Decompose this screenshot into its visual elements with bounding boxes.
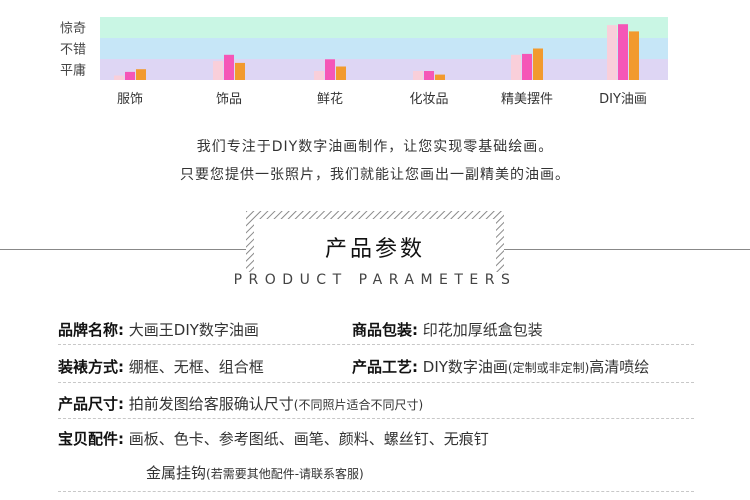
level-band xyxy=(100,17,668,38)
bar xyxy=(336,66,346,80)
param-size: 产品尺寸: 拍前发图给客服确认尺寸(不同照片适合不同尺寸) xyxy=(58,393,423,414)
param-frame-value: 绷框、无框、组合框 xyxy=(128,358,264,376)
param-craft: 产品工艺: DIY数字油画(定制或非定制)高清喷绘 xyxy=(352,356,649,377)
bar xyxy=(618,24,628,80)
param-package: 商品包装: 印花加厚纸盒包装 xyxy=(352,319,543,340)
x-tick-label: 服饰 xyxy=(117,92,143,107)
param-frame-key: 装裱方式: xyxy=(58,358,124,376)
divider-right xyxy=(504,249,750,250)
param-size-note: (不同照片适合不同尺寸) xyxy=(293,398,424,412)
section-subtitle: PRODUCT PARAMETERS xyxy=(210,272,540,288)
bar xyxy=(136,69,146,80)
param-accessories-value: 画板、色卡、参考图纸、画笔、颜料、螺丝钉、无痕钉 xyxy=(128,430,489,448)
param-craft-value: DIY数字油画 xyxy=(422,358,508,376)
param-accessories: 宝贝配件: 画板、色卡、参考图纸、画笔、颜料、螺丝钉、无痕钉 xyxy=(58,428,489,449)
param-craft-value-2: 高清喷绘 xyxy=(589,358,650,376)
x-tick-label: 饰品 xyxy=(216,92,242,107)
param-accessories-extra-value: 金属挂钩 xyxy=(146,464,207,482)
bar xyxy=(522,53,532,80)
section-title: 产品参数 xyxy=(324,237,425,262)
bar xyxy=(629,31,639,80)
bar xyxy=(533,48,543,80)
bar xyxy=(511,54,521,80)
y-tick-label: 惊奇 xyxy=(60,21,86,37)
param-size-key: 产品尺寸: xyxy=(58,395,124,413)
intro-line-1: 我们专注于DIY数字油画制作，让您实现零基础绘画。 xyxy=(196,139,554,155)
param-package-key: 商品包装: xyxy=(352,321,418,339)
bar xyxy=(213,61,223,80)
bar xyxy=(325,59,335,80)
bar xyxy=(607,25,617,81)
bar xyxy=(125,71,135,80)
bar xyxy=(424,71,434,80)
param-brand-key: 品牌名称: xyxy=(58,321,124,339)
bar xyxy=(235,62,245,80)
param-accessories-extra: 金属挂钩(若需要其他配件-请联系客服) xyxy=(146,462,364,483)
param-accessories-extra-note: (若需要其他配件-请联系客服) xyxy=(206,467,364,481)
x-tick-label: 精美摆件 xyxy=(501,92,553,107)
param-brand: 品牌名称: 大画王DIY数字油画 xyxy=(58,319,259,340)
row-separator xyxy=(58,344,694,345)
param-frame: 装裱方式: 绷框、无框、组合框 xyxy=(58,356,264,377)
bar xyxy=(224,54,234,80)
param-craft-key: 产品工艺: xyxy=(352,358,418,376)
divider-left xyxy=(0,249,246,250)
param-craft-note: (定制或非定制) xyxy=(507,361,590,375)
param-accessories-key: 宝贝配件: xyxy=(58,430,124,448)
param-package-value: 印花加厚纸盒包装 xyxy=(422,321,543,339)
x-tick-label: DIY油画 xyxy=(599,92,647,107)
y-tick-label: 不错 xyxy=(60,43,86,58)
row-separator xyxy=(58,382,694,383)
y-tick-label: 平庸 xyxy=(60,63,86,79)
bar xyxy=(114,75,124,80)
level-band xyxy=(100,59,668,80)
row-separator xyxy=(58,491,694,492)
x-tick-label: 鲜花 xyxy=(317,91,343,107)
level-band xyxy=(100,38,668,59)
bar xyxy=(314,71,324,80)
intro-line-2: 只要您提供一张照片，我们就能让您画出一副精美的油画。 xyxy=(180,167,570,183)
bar xyxy=(435,74,445,80)
x-tick-label: 化妆品 xyxy=(409,92,448,107)
section-title-frame: 产品参数 xyxy=(246,211,504,283)
param-size-value: 拍前发图给客服确认尺寸 xyxy=(128,395,294,413)
bar xyxy=(413,71,423,80)
param-brand-value: 大画王DIY数字油画 xyxy=(128,321,259,339)
row-separator xyxy=(58,418,694,419)
